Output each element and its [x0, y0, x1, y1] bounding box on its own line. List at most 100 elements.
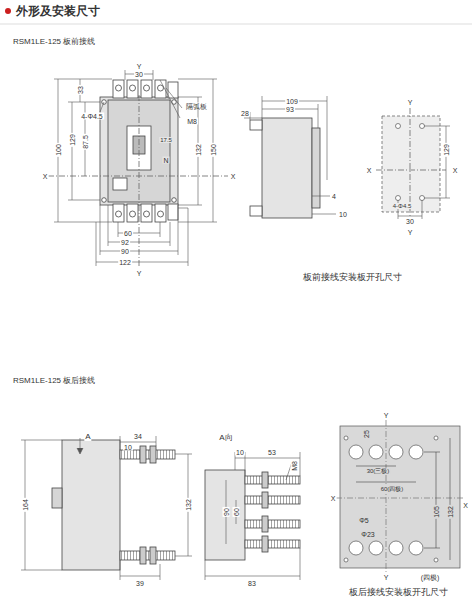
dimension-label: 150	[210, 143, 217, 157]
front-mount-pattern	[376, 108, 450, 226]
rear-a-view-stroke	[245, 520, 300, 528]
section-heading: RSM1LE-125 板前接线	[12, 38, 96, 46]
rear-mount-pattern-stroke-stroke	[344, 436, 348, 440]
rear-a-view-stroke	[245, 540, 300, 548]
rear-side-view-stroke-stroke	[21, 570, 62, 571]
front-view-stroke-stroke	[168, 204, 178, 220]
front-mount-pattern-stroke	[424, 198, 450, 199]
front-view-stroke-stroke	[130, 85, 136, 91]
dimension-label: 60	[233, 507, 240, 517]
dimension-label: 60(四极)	[380, 486, 405, 492]
rear-mount-pattern-stroke-stroke	[389, 541, 403, 555]
front-view-stroke	[113, 80, 178, 222]
rear-side-view	[21, 436, 192, 580]
front-view-stroke-stroke	[178, 222, 217, 223]
rear-side-view-stroke	[62, 440, 120, 570]
front-view-stroke	[113, 178, 127, 190]
front-view-stroke-stroke	[178, 205, 179, 255]
dimension-label: 122	[118, 259, 132, 266]
rear-mount-pattern-stroke	[356, 438, 450, 560]
header-decoration-stroke	[5, 8, 11, 14]
axis-label: X	[462, 502, 469, 509]
front-view-stroke-stroke	[100, 102, 104, 112]
rear-mount-pattern-stroke-stroke	[369, 445, 383, 459]
axis-label: X	[42, 173, 49, 180]
rear-a-view-stroke	[262, 472, 268, 488]
dimension-label: 30	[405, 218, 415, 225]
dimension-label: 129	[443, 143, 450, 157]
front-mount-pattern-stroke	[396, 124, 401, 129]
front-mount-pattern-stroke	[376, 170, 446, 171]
rear-a-view-stroke-stroke	[205, 576, 300, 577]
front-view	[48, 70, 228, 268]
rear-side-view-stroke-stroke	[77, 448, 83, 454]
dimension-label: 90	[223, 507, 230, 517]
axis-label: X	[230, 173, 237, 180]
thread-label: M8	[291, 460, 298, 472]
dimension-label: 39	[135, 580, 145, 587]
rear-mount-pattern-stroke	[340, 426, 460, 568]
side-view-stroke-stroke	[244, 118, 262, 119]
rear-a-view-stroke-stroke	[245, 452, 246, 476]
rear-mount-pattern-stroke-stroke	[409, 445, 423, 459]
rear-mount-pattern-stroke-stroke	[434, 436, 438, 440]
dimension-label: 105	[433, 505, 440, 519]
rear-side-view-stroke	[140, 547, 146, 564]
front-view-stroke-stroke	[72, 102, 73, 200]
side-view-stroke-stroke	[327, 96, 328, 180]
front-view-stroke-stroke	[130, 211, 136, 217]
dimension-label: 34	[133, 433, 143, 440]
front-view-stroke-stroke	[158, 211, 164, 217]
front-mount-pattern-stroke	[382, 116, 440, 212]
rear-side-view-stroke	[120, 450, 175, 459]
front-view-stroke-stroke	[54, 79, 112, 80]
dimension-label: 92	[120, 239, 130, 246]
rear-a-view-stroke	[262, 492, 268, 508]
rear-a-view-stroke-stroke	[205, 560, 206, 580]
side-view-stroke	[250, 120, 262, 130]
rear-a-view	[205, 452, 300, 580]
axis-label: X	[452, 167, 459, 174]
rear-mount-pattern-stroke-stroke	[389, 445, 403, 459]
dimension-label: 60	[123, 230, 133, 237]
rear-a-view-stroke	[262, 516, 268, 532]
dimension-label: 25	[363, 429, 370, 439]
front-view-stroke-stroke	[188, 208, 189, 266]
rear-mount-pattern-stroke	[386, 420, 387, 572]
front-view-stroke-stroke	[108, 242, 170, 243]
dimension-label: 93	[285, 106, 295, 113]
dimension-label: 132	[195, 143, 202, 157]
rear-mount-pattern-stroke-stroke	[434, 558, 438, 562]
dimension-label: 30(三极)	[366, 468, 391, 474]
front-view-stroke-stroke	[113, 204, 124, 222]
axis-label: X	[366, 167, 373, 174]
front-view-stroke-stroke	[158, 85, 164, 91]
front-view-stroke-stroke	[116, 85, 122, 91]
front-view-stroke-stroke	[118, 222, 119, 237]
side-view-stroke-stroke	[262, 96, 263, 118]
rear-mount-pattern-stroke-stroke	[344, 558, 348, 562]
rear-side-view-stroke-stroke	[175, 556, 192, 557]
rear-side-view-stroke-stroke	[120, 442, 156, 443]
front-view-stroke-stroke	[160, 222, 161, 237]
caption: 板后接线安装板开孔尺寸	[348, 588, 449, 597]
side-view-stroke	[262, 118, 312, 218]
axis-label: Y	[136, 270, 143, 277]
front-view-stroke-stroke	[178, 79, 217, 80]
view-label: A	[84, 433, 91, 441]
side-view	[244, 96, 336, 218]
rear-mount-pattern-stroke-stroke	[409, 541, 423, 555]
front-view-stroke-stroke	[108, 205, 109, 246]
rear-side-view-stroke-stroke	[160, 564, 161, 580]
dimension-label: 4-Φ4.5	[80, 113, 104, 120]
rear-mount-pattern-stroke-stroke	[424, 548, 440, 549]
dimension-label: Φ23	[360, 531, 375, 538]
front-view-stroke-stroke	[113, 80, 124, 98]
front-view-stroke-stroke	[178, 205, 202, 206]
axis-label: Y	[136, 63, 143, 70]
dimension-label: 28	[240, 110, 250, 117]
rear-mount-pattern-stroke-stroke	[349, 445, 363, 459]
front-view-stroke-stroke	[178, 97, 202, 98]
pole-label: N	[162, 157, 169, 164]
front-view-stroke-stroke	[68, 102, 100, 103]
